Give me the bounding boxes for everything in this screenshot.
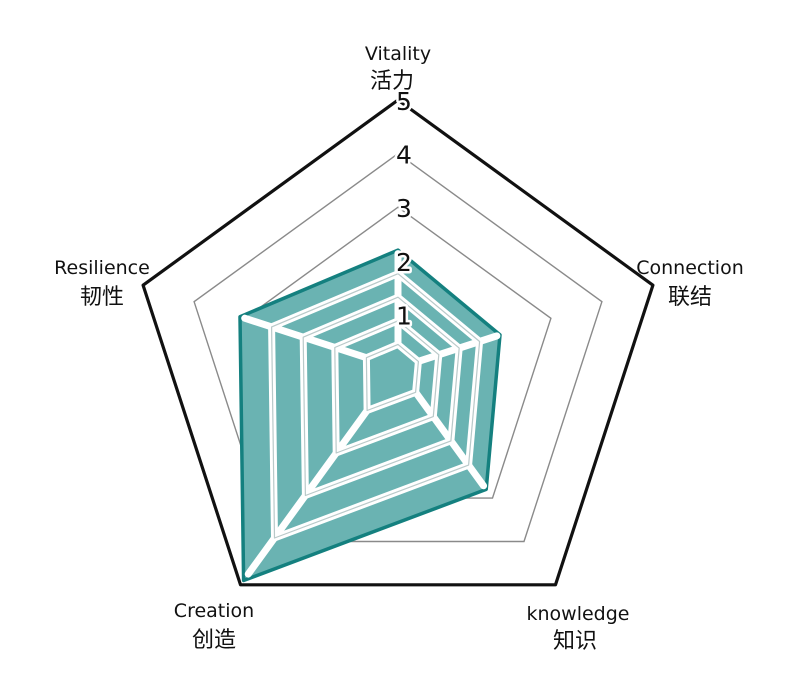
axis-labels: Vitality 活力 Connection 联结 knowledge 知识 Creatio…: [54, 43, 744, 654]
hatch-ring-line-4: [271, 273, 481, 539]
hatch-spoke-5: [241, 314, 370, 362]
axis-label-resilience: Resilience: [54, 257, 150, 279]
ring-tick-labels: 1 2 3 4 5: [394, 85, 415, 333]
tick-label-4: 4: [396, 141, 412, 170]
axis-label-cn-resilience: 韧性: [80, 285, 124, 310]
axis-label-knowledge: knowledge: [527, 603, 630, 625]
hatch-spoke-4: [244, 406, 371, 578]
hatch-spoke-3: [412, 388, 488, 490]
axis-label-cn-creation: 创造: [192, 628, 236, 653]
axis-label-cn-connection: 联结: [668, 285, 712, 310]
tick-label-3: 3: [396, 194, 412, 223]
hatch-ring-line-2: [334, 320, 440, 454]
tick-label-2: 2: [396, 248, 412, 277]
axis-label-cn-vitality: 活力: [370, 69, 414, 94]
hatch-ring-line-1: [365, 343, 419, 412]
hatch-spoke-2: [414, 332, 501, 365]
hatch-ring-line-3: [302, 296, 460, 497]
data-hatch: [241, 250, 501, 578]
tick-label-1: 1: [396, 301, 412, 330]
grid-ring-4: [193, 152, 603, 543]
axis-label-vitality: Vitality: [365, 43, 431, 65]
axis-label-creation: Creation: [174, 600, 254, 622]
outer-frame: [141, 98, 655, 587]
axis-label-connection: Connection: [636, 257, 744, 279]
tick-label-5: 5: [396, 87, 412, 116]
axis-label-cn-knowledge: 知识: [553, 629, 597, 654]
